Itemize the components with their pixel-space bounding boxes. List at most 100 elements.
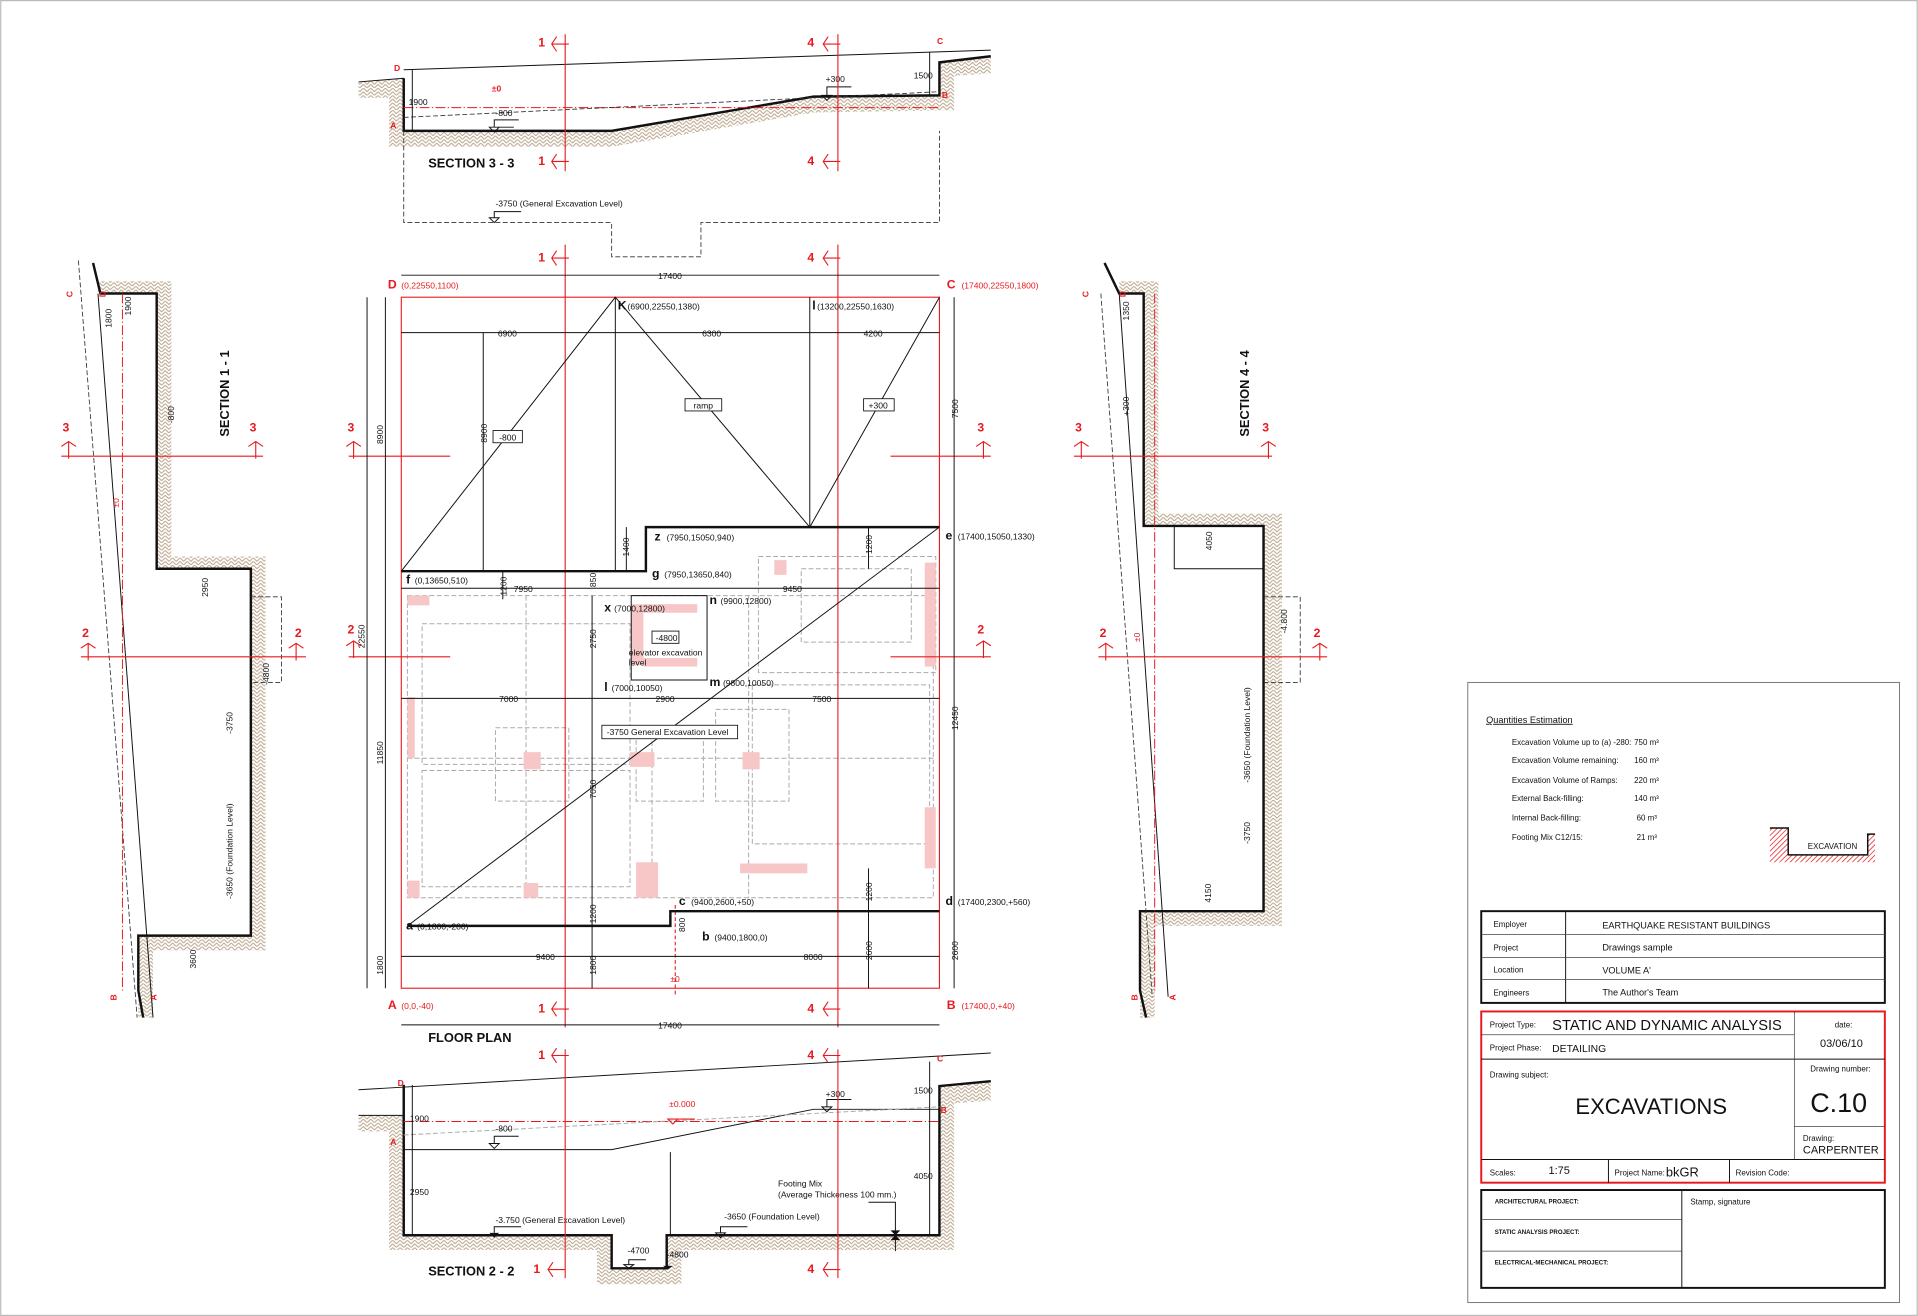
section-3-3: D C A B 1900 1500 ±0 -800 +300 SECTION 3…	[358, 36, 991, 258]
corner-a-coord: (0,0,-40)	[401, 1001, 433, 1011]
legend-label: EXCAVATION	[1808, 842, 1858, 851]
stamp-signature-label: Stamp, signature	[1690, 1198, 1751, 1207]
quantity-label: Footing Mix C12/15:	[1512, 833, 1583, 842]
svg-text:1: 1	[538, 251, 545, 265]
project-value: Drawings sample	[1602, 942, 1672, 952]
drawing-number-value: C.10	[1810, 1088, 1867, 1118]
point-l-lower-coord: (7000,10050)	[612, 683, 663, 693]
corner-a-label: A	[149, 994, 159, 1000]
cut-marker-3: 3	[345, 421, 362, 459]
tag-minus-800: -800	[499, 432, 516, 442]
static-analysis-project-label: STATIC ANALYSIS PROJECT:	[1495, 1229, 1580, 1236]
dim-1900: 1900	[409, 97, 428, 107]
corner-d-label: D	[97, 291, 107, 297]
title-sheet-panel: Quantities Estimation Excavation Volume …	[1467, 681, 1901, 1304]
corner-c-label: C	[1081, 291, 1091, 297]
svg-text:3: 3	[347, 421, 354, 435]
svg-text:4: 4	[807, 1002, 814, 1016]
section-2-2: D C A B 1900 2950 1500 4050 ±0.000 -800 …	[358, 1052, 991, 1285]
dim-1800: 1800	[103, 309, 113, 328]
svg-text:2: 2	[977, 623, 984, 637]
project-phase-value: DETAILING	[1552, 1044, 1606, 1055]
drawing-subject-value: EXCAVATIONS	[1575, 1094, 1727, 1119]
point-a-coord: (0,1800,-280)	[417, 922, 468, 932]
signature-table: ARCHITECTURAL PROJECT: STATIC ANALYSIS P…	[1480, 1189, 1886, 1289]
dim-text: 2900	[656, 694, 675, 704]
cut-marker-1: 1	[538, 250, 569, 266]
corner-d-label: D	[398, 1078, 404, 1088]
tag-general-excavation: -3750 General Excavation Level	[607, 727, 729, 737]
engineers-value: The Author's Team	[1602, 988, 1678, 998]
dim-text: 7950	[514, 584, 533, 594]
svg-text:2: 2	[347, 623, 354, 637]
cut-marker-2: 2	[80, 626, 306, 661]
excavation-legend: EXCAVATION	[1769, 827, 1876, 863]
cut-marker-3: 3	[248, 421, 264, 459]
section-title: SECTION 1 - 1	[217, 350, 232, 436]
corner-d-label: D	[394, 63, 400, 73]
level-minus-800: -800	[495, 108, 512, 118]
point-b-coord: (9400,1800,0)	[714, 933, 767, 943]
svg-text:1: 1	[538, 35, 545, 49]
quantity-label: Excavation Volume of Ramps:	[1512, 776, 1618, 785]
dim-text: 8900	[375, 425, 385, 444]
cut-marker-1: 1	[538, 34, 569, 172]
svg-text:4: 4	[807, 1262, 814, 1276]
quantity-value: 140 m³	[1634, 794, 1659, 803]
corner-a-label: A	[390, 1137, 396, 1147]
footing-layout	[406, 555, 937, 899]
dim-text: 1800	[375, 956, 385, 975]
point-n: n	[709, 593, 716, 607]
dim-4050: 4050	[1204, 531, 1214, 550]
dim-text: 1200	[498, 576, 508, 595]
dim-4050: 4050	[914, 1171, 933, 1181]
point-g-coord: (7950,13650,840)	[664, 569, 732, 579]
dim-text: 2600	[864, 941, 874, 960]
svg-text:3: 3	[63, 421, 70, 435]
project-table: Project Type: STATIC AND DYNAMIC ANALYSI…	[1480, 1010, 1886, 1184]
point-l-coord: (13200,22550,1630)	[817, 301, 894, 311]
drawing-subject-label: Drawing subject:	[1490, 1071, 1549, 1080]
foundation-level: -3650 (Foundation Level)	[1242, 687, 1252, 783]
svg-text:4: 4	[807, 1048, 814, 1062]
quantity-value: 220 m³	[1634, 776, 1659, 785]
general-excavation-level: -3750	[1242, 822, 1252, 844]
dim-4150: 4150	[1203, 883, 1213, 902]
dim-text: 1200	[864, 882, 874, 901]
svg-text:1: 1	[538, 1048, 545, 1062]
pit-level: -4.800	[1279, 609, 1289, 633]
point-x-coord: (7000,12800)	[614, 604, 665, 614]
dim-text: 7000	[499, 694, 518, 704]
pit-level: -4800	[261, 663, 271, 685]
svg-text:3: 3	[250, 421, 257, 435]
drawing-value: CARPERNTER	[1803, 1144, 1879, 1156]
point-a: a	[406, 919, 413, 933]
project-label: Project	[1493, 943, 1518, 952]
section-1-1: C D B A 1800 1900 -800 ±0 2950 -4800 -37…	[64, 260, 282, 1018]
point-m-coord: (9800,10050)	[723, 678, 774, 688]
dim-text: 8000	[804, 952, 823, 962]
point-b: b	[702, 930, 709, 944]
point-l: l	[812, 298, 815, 312]
svg-text:3: 3	[1262, 421, 1269, 435]
project-phase-label: Project Phase:	[1490, 1044, 1542, 1053]
level-zero: ±0	[111, 498, 121, 508]
location-value: VOLUME A'	[1602, 966, 1651, 976]
dim-text: 22550	[357, 624, 367, 648]
svg-text:2: 2	[1100, 626, 1107, 640]
cut-marker-4: 4	[807, 250, 841, 266]
revision-code-label: Revision Code:	[1736, 1168, 1790, 1177]
tag-elevator-level: -4800	[656, 633, 678, 643]
quantity-label: External Back-filling:	[1512, 794, 1584, 803]
cut-marker-3: 3	[60, 421, 264, 459]
pit-level-4700: -4700	[628, 1246, 650, 1256]
floor-plan: 17400 6900 6300 4200 7950 9450 7000 2900…	[348, 244, 1039, 1045]
dim-1350: 1350	[1121, 301, 1131, 320]
corner-d-coord: (0,22550,1100)	[401, 281, 458, 291]
point-l-lower: l	[604, 680, 607, 694]
floor-plan-title: FLOOR PLAN	[428, 1030, 511, 1045]
pit-level-4800: -4800	[667, 1249, 689, 1259]
svg-text:4: 4	[807, 35, 814, 49]
dim-text: 6900	[498, 328, 517, 338]
cut-marker-3: 3	[1073, 421, 1273, 459]
